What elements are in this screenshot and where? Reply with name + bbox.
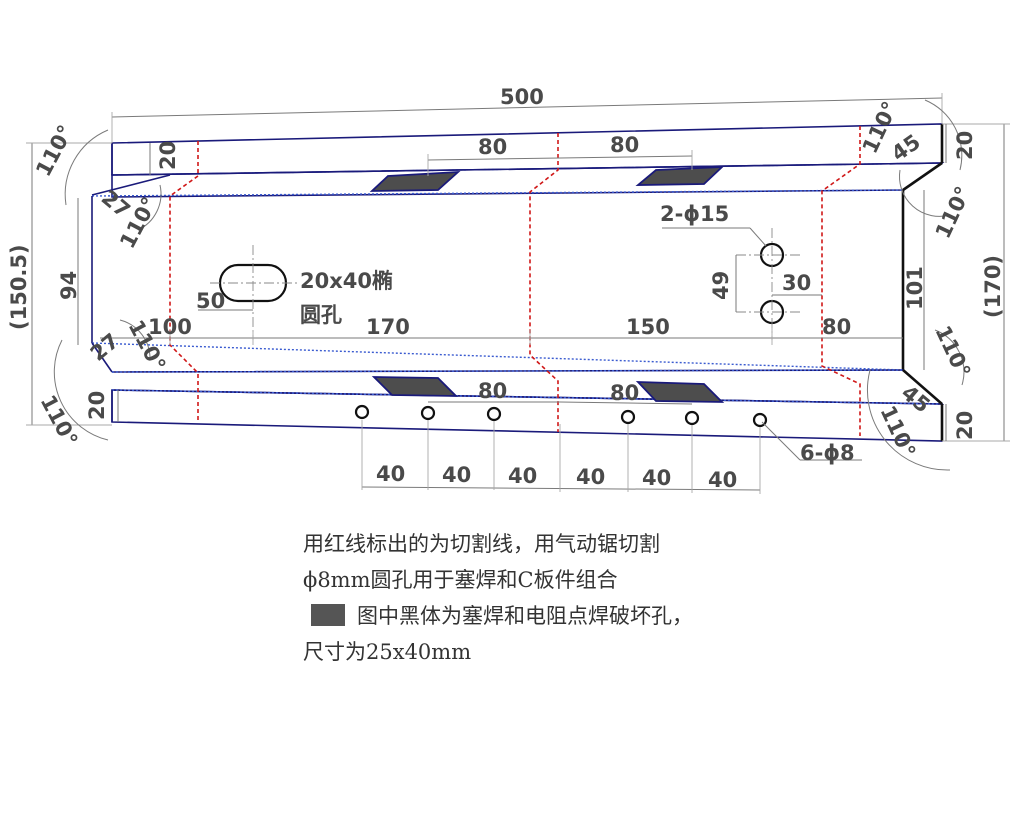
slot-swatch [311,604,345,626]
legend-line-cut: 用红线标出的为切割线，用气动锯切割 [303,532,660,556]
dim-hole-offset-horizontal: 30 [782,271,811,295]
legend: 用红线标出的为切割线，用气动锯切割 ϕ8mm圆孔用于塞焊和C板件组合 图中黑体为… [303,526,863,670]
dim-flange-bot-right: 20 [953,411,977,440]
legend-line-holes: ϕ8mm圆孔用于塞焊和C板件组合 [303,568,618,592]
dim-overall-height-right: (170) [981,255,1005,318]
dim-pitch-5: 40 [642,466,671,490]
legend-line-size: 尺寸为25x40mm [303,640,472,664]
dim-seg-80: 80 [822,315,851,339]
legend-line-slots-text: 图中黑体为塞焊和电阻点焊破坏孔， [357,604,693,628]
dim-flange-top-left: 20 [156,141,180,170]
dim-pitch-3: 40 [508,464,537,488]
weld-slots [369,165,725,403]
dim-pitch-6: 40 [708,468,737,492]
dim-angle-bot-right-inner: 110° [930,322,975,381]
dim-pitch-4: 40 [576,465,605,489]
dim-pitch-2: 40 [442,463,471,487]
cut-lines [169,126,861,436]
dim-top-80-right: 80 [610,133,639,157]
dim-angle-bot-left-outer: 110° [36,391,83,450]
angle-arcs [53,99,965,471]
dim-slope-top-right: 45 [887,130,925,166]
dim-overall-height-left: (150.5) [7,244,31,330]
dim-hole-spacing-vertical: 49 [709,271,733,300]
legend-line-slots: 图中黑体为塞焊和电阻点焊破坏孔， [303,598,863,634]
dim-bot-80-right: 80 [610,381,639,405]
dim-seg-100: 100 [148,315,192,339]
large-holes [736,228,800,340]
dim-angle-top-right-inner: 110° [931,183,976,242]
dim-seg-150: 150 [626,315,670,339]
small-holes [354,404,768,428]
oval-slot-label-line1: 20x40椭 [300,269,393,293]
dim-top-80-left: 80 [478,135,507,159]
dim-small-holes-callout: 6-ϕ8 [800,441,855,465]
dim-web-height-right: 101 [903,266,927,310]
dim-angle-top-left-outer: 110° [31,121,78,180]
dimension-lines [26,93,1010,494]
oval-slot [210,245,298,340]
dim-flange-bot-left: 20 [85,391,109,420]
oval-slot-label-line2: 圆孔 [300,303,342,327]
dim-flange-top-right: 20 [953,131,977,160]
dim-pitch-1: 40 [376,462,405,486]
dim-web-height-left: 94 [57,271,81,300]
dim-bot-80-left: 80 [478,379,507,403]
dim-large-holes-callout: 2-ϕ15 [660,202,729,226]
dim-overall-length: 500 [500,85,544,109]
dim-seg-170: 170 [366,315,410,339]
dim-slot-offset: 50 [196,289,225,313]
